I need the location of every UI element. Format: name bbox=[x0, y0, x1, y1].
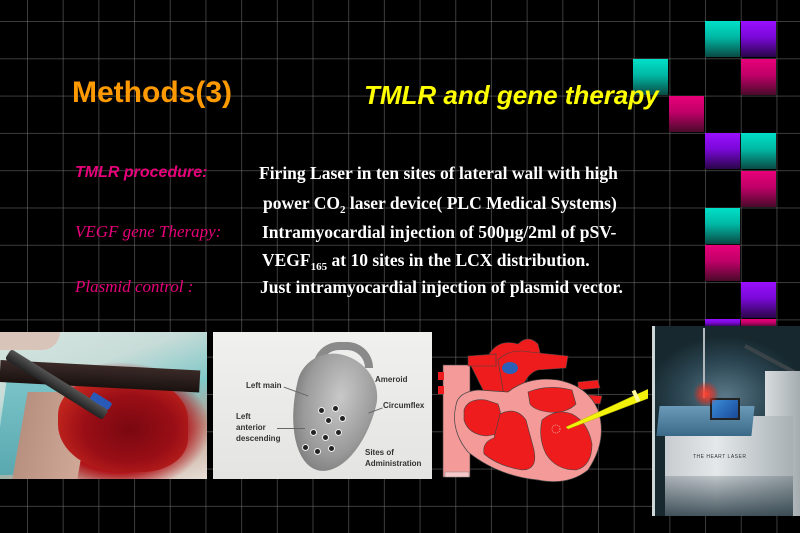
decorative-tile-magenta bbox=[705, 245, 740, 281]
decorative-tile-teal bbox=[741, 133, 776, 169]
method-desc-tmlr-line1: Firing Laser in ten sites of lateral wal… bbox=[259, 163, 618, 183]
laser-glow bbox=[693, 381, 719, 407]
injection-site-dot bbox=[318, 407, 325, 414]
method-desc-plasmid: Just intramyocardial injection of plasmi… bbox=[260, 277, 623, 297]
label-lad-2: anterior bbox=[236, 423, 266, 432]
injection-site-dot bbox=[322, 434, 329, 441]
injection-site-dot bbox=[328, 445, 335, 452]
subscript: 2 bbox=[339, 204, 346, 216]
laser-device-photo: THE HEART LASER bbox=[652, 326, 800, 516]
desc-text: laser device( PLC Medical Systems) bbox=[345, 193, 617, 213]
injection-site-dot bbox=[335, 429, 342, 436]
decorative-tile-purple bbox=[741, 21, 776, 57]
laser-screen bbox=[710, 398, 740, 420]
label-lad-3: descending bbox=[236, 434, 281, 443]
method-label-vegf: VEGF gene Therapy: bbox=[75, 222, 222, 241]
desc-text: VEGF bbox=[262, 250, 311, 270]
method-desc-vegf-line1: Intramyocardial injection of 500µg/2ml o… bbox=[262, 222, 617, 242]
label-sites-1: Sites of bbox=[365, 448, 394, 457]
aorta-illustration bbox=[313, 342, 373, 368]
method-desc-vegf-line2: VEGF165 at 10 sites in the LCX distribut… bbox=[262, 249, 590, 278]
injection-site-dot bbox=[310, 429, 317, 436]
decorative-tile-purple bbox=[705, 319, 740, 327]
injection-site-dot bbox=[339, 415, 346, 422]
injection-sites bbox=[302, 405, 366, 460]
injection-site-dot bbox=[302, 444, 309, 451]
label-circumflex: Circumflex bbox=[383, 401, 425, 410]
decorative-tile-teal bbox=[633, 59, 668, 95]
injection-site-dot bbox=[325, 417, 332, 424]
label-sites-2: Administration bbox=[365, 459, 422, 468]
slide-title: Methods(3) bbox=[72, 76, 232, 109]
desc-text: at 10 sites in the LCX distribution. bbox=[327, 250, 590, 270]
decorative-tile-magenta bbox=[741, 319, 776, 327]
label-left-main: Left main bbox=[246, 381, 282, 390]
decorative-tile-teal bbox=[705, 21, 740, 57]
decorative-tile-purple bbox=[741, 282, 776, 318]
slide-subtitle: TMLR and gene therapy bbox=[364, 80, 659, 110]
laser-shadow bbox=[665, 476, 793, 516]
laser-nameplate: THE HEART LASER bbox=[693, 454, 747, 460]
decorative-tile-purple bbox=[705, 133, 740, 169]
decorative-tile-magenta bbox=[669, 96, 704, 132]
label-ameroid: Ameroid bbox=[375, 375, 408, 384]
decorative-tile-magenta bbox=[741, 59, 776, 95]
laser-arm bbox=[703, 328, 705, 398]
desc-text: power CO bbox=[263, 193, 340, 213]
label-lad-1: Left bbox=[236, 412, 251, 421]
heart-cross-section-illustration bbox=[438, 338, 648, 482]
gloved-hand bbox=[0, 332, 60, 350]
method-desc-tmlr-line2: power CO2 laser device( PLC Medical Syst… bbox=[263, 192, 617, 221]
method-label-tmlr: TMLR procedure: bbox=[75, 164, 208, 181]
injection-site-dot bbox=[332, 405, 339, 412]
surgery-photo bbox=[0, 332, 207, 479]
coronary-diagram: Left main Ameroid Circumflex Left anteri… bbox=[213, 332, 432, 479]
injection-site-dot bbox=[314, 448, 321, 455]
method-label-plasmid: Plasmid control : bbox=[75, 277, 194, 296]
decorative-tile-magenta bbox=[741, 171, 776, 207]
leader-line bbox=[277, 428, 305, 429]
decorative-tile-teal bbox=[705, 208, 740, 244]
subscript: 165 bbox=[310, 261, 328, 273]
